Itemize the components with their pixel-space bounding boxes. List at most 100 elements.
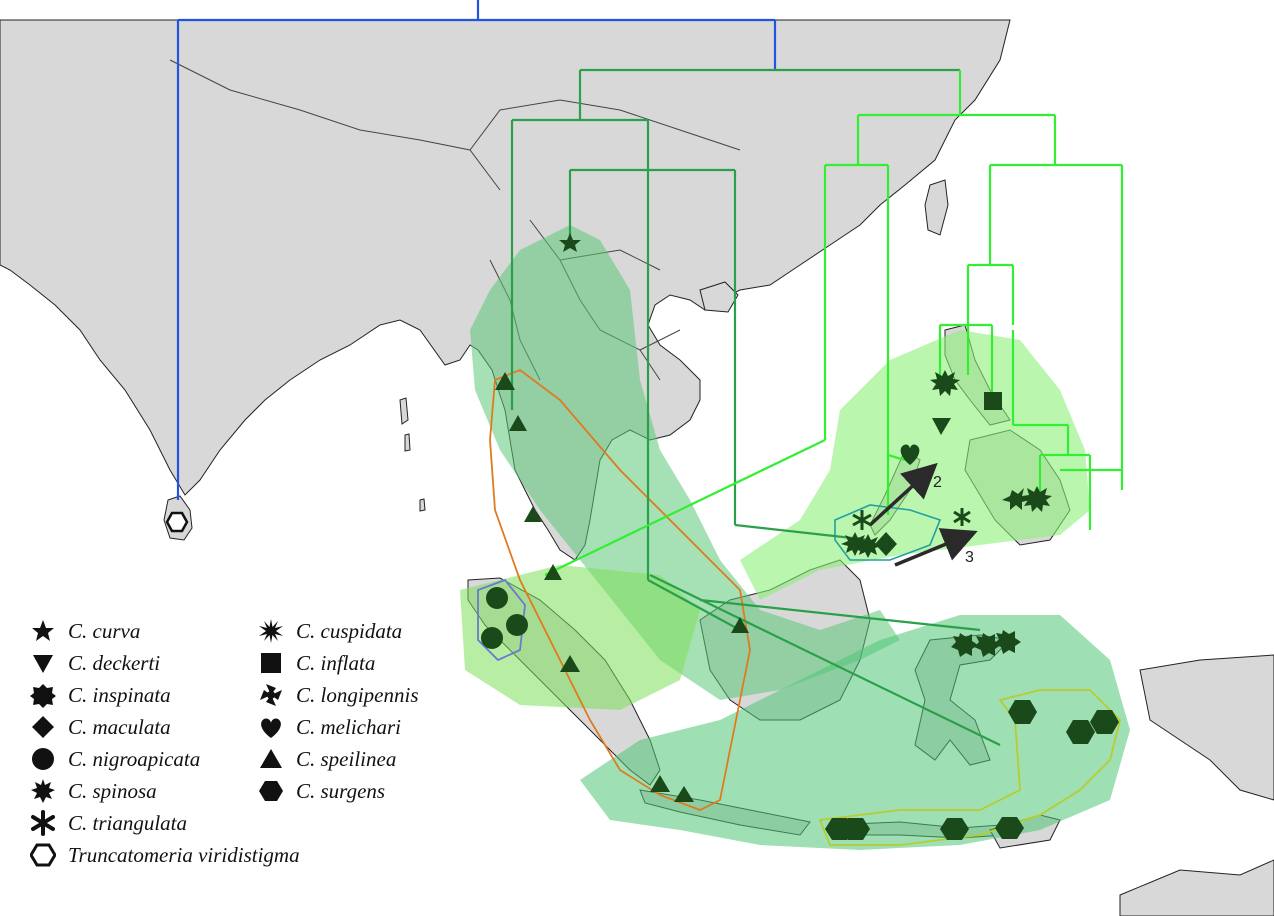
marker-inflata — [984, 392, 1002, 410]
range-wallacea — [580, 615, 1130, 850]
square-icon — [261, 653, 281, 673]
legend-label: C. triangulata — [68, 810, 188, 835]
legend: C. curva C. deckerti C. inspinata C. mac… — [30, 618, 550, 898]
legend-label: C. longipennis — [296, 682, 419, 707]
circle-icon — [32, 748, 54, 770]
marker-triangulata — [852, 508, 971, 530]
marker-nigroapicata — [486, 587, 508, 609]
arrow-3 — [894, 528, 978, 567]
marker-surgens — [1090, 710, 1119, 734]
legend-item-longipennis: C. longipennis — [258, 682, 419, 708]
clade-a-left — [510, 118, 650, 410]
range-outline-yellow — [818, 689, 1121, 846]
legend-label: C. surgens — [296, 778, 386, 803]
marker-cuspidata — [854, 534, 882, 558]
diamond-icon — [32, 716, 54, 738]
range-outline-blue — [477, 578, 526, 662]
clade-b-right — [988, 163, 1124, 490]
legend-item-surgens: C. surgens — [258, 778, 385, 804]
legend-label: C. cuspidata — [296, 618, 403, 643]
legend-item-melichari: C. melichari — [258, 714, 401, 740]
marker-surgens — [841, 818, 870, 840]
legend-label: C. inspinata — [68, 682, 171, 707]
legend-item-inflata: C. inflata — [258, 650, 375, 676]
arrow-3-label: 3 — [965, 549, 974, 566]
legend-label: Truncatomeria viridistigma — [68, 842, 300, 867]
legend-label: C. inflata — [296, 650, 376, 675]
marker-surgens — [1008, 700, 1037, 724]
marker-inspinata — [951, 633, 978, 657]
species-markers — [481, 233, 1119, 840]
heart-icon — [261, 718, 281, 738]
land-hainan — [699, 281, 739, 313]
arrow-2 — [868, 462, 938, 527]
marker-nigroapicata — [506, 614, 528, 636]
clade-b-split — [856, 70, 1057, 165]
marker-surgens — [995, 817, 1024, 839]
marker-melichari — [900, 444, 920, 465]
clade-a-split — [578, 68, 960, 120]
marker-surgens — [940, 818, 969, 840]
dispersal-arrows — [868, 462, 978, 567]
triangle-down-icon — [33, 655, 53, 673]
outgroup-branch — [176, 18, 777, 500]
marker-speilinea — [674, 786, 694, 802]
legend-item-inspinata: C. inspinata — [30, 682, 171, 708]
land-taiwan — [924, 179, 949, 236]
marker-surgens — [1066, 720, 1095, 744]
asterisk-icon — [31, 810, 55, 836]
burst-icon — [31, 779, 55, 803]
marker-nigroapicata — [481, 627, 503, 649]
marker-viridistigma — [165, 511, 189, 533]
range-outline-orange — [489, 368, 751, 811]
marker-speilinea — [731, 617, 749, 633]
land-andaman — [399, 397, 426, 512]
land-new-guinea — [1139, 654, 1274, 801]
arrow-2-label: 2 — [933, 474, 942, 491]
phylogeny-tree — [176, 0, 1124, 746]
marker-spinosa — [1022, 486, 1052, 512]
marker-speilinea — [650, 775, 670, 792]
legend-item-deckerti: C. deckerti — [30, 650, 160, 676]
legend-label: C. speilinea — [296, 746, 397, 771]
legend-label: C. melichari — [296, 714, 401, 739]
clade-b-to-palawan — [887, 453, 906, 462]
clade-b-luzon — [938, 263, 1015, 400]
legend-item-spinosa: C. spinosa — [30, 778, 157, 804]
legend-item-nigroapicata: C. nigroapicata — [30, 746, 200, 772]
clade-a-inner — [568, 168, 737, 580]
range-sumatra-west — [460, 565, 700, 710]
octagon-star-icon — [30, 684, 56, 708]
marker-maculata — [875, 532, 897, 556]
range-mainland-sunda — [470, 225, 900, 700]
marker-speilinea — [560, 655, 580, 672]
legend-label: C. curva — [68, 618, 141, 643]
marker-speilinea — [495, 372, 515, 390]
marker-curva — [559, 233, 581, 252]
marker-speilinea — [524, 506, 542, 522]
clade-b-to-sumatra — [544, 439, 826, 576]
marker-spinosa — [930, 370, 960, 396]
marker-inspinata — [994, 630, 1021, 654]
legend-item-triangulata: C. triangulata — [30, 810, 187, 836]
legend-item-speilinea: C. speilinea — [258, 746, 396, 772]
spiky-icon — [259, 619, 283, 643]
marker-speilinea — [544, 564, 562, 580]
land-australia-tip — [1119, 859, 1274, 916]
legend-item-maculata: C. maculata — [30, 714, 171, 740]
clade-b-mindanao — [1011, 330, 1122, 530]
legend-label: C. nigroapicata — [68, 746, 201, 771]
marker-speilinea — [509, 415, 527, 431]
legend-item-curva: C. curva — [30, 618, 140, 644]
branch-to-sulawesi — [649, 574, 1001, 746]
legend-label: C. deckerti — [68, 650, 161, 675]
legend-item-viridistigma: Truncatomeria viridistigma — [30, 842, 300, 868]
marker-inspinata — [974, 633, 1001, 657]
pinwheel-icon — [260, 684, 282, 706]
marker-deckerti — [932, 418, 951, 435]
hexagon-icon — [259, 781, 283, 801]
hexagon-open-icon — [30, 843, 56, 867]
range-outline-cyan — [834, 504, 942, 561]
legend-label: C. maculata — [68, 714, 171, 739]
